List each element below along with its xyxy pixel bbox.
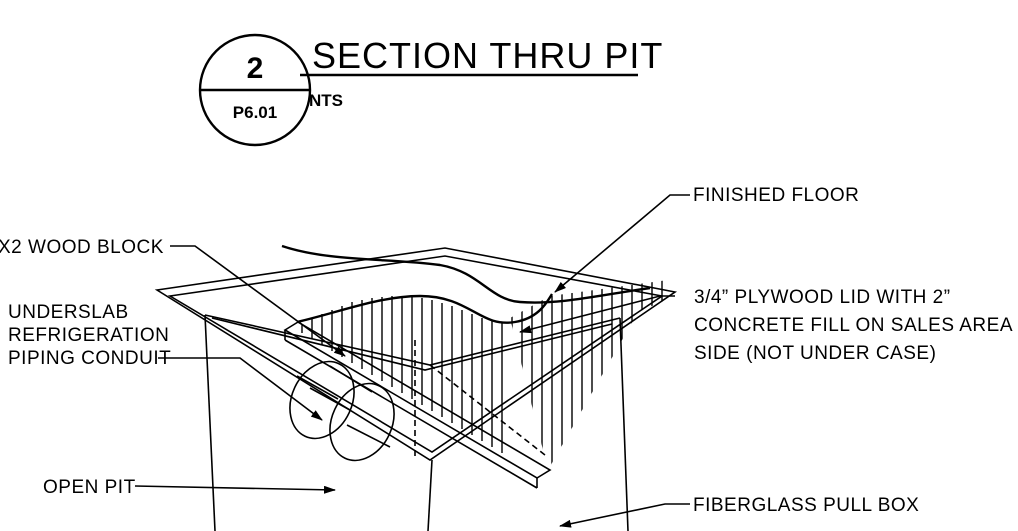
callout-labels: FINISHED FLOOR X2 WOOD BLOCK UNDERSLAB R…	[0, 185, 1013, 516]
leaders	[134, 194, 690, 528]
leader-open-pit	[134, 485, 336, 494]
plywood-lid-hatch	[511, 280, 663, 470]
wood-block	[283, 321, 552, 489]
leader-wood-block	[170, 245, 346, 357]
label-plywood-line2: CONCRETE FILL ON SALES AREA	[694, 315, 1013, 336]
plywood-lid-hatch-left	[301, 296, 503, 453]
pit-wall-left	[204, 314, 216, 531]
leader-pull-box	[559, 503, 690, 528]
label-pull-box: FIBERGLASS PULL BOX	[693, 495, 919, 516]
pit-flange-outer	[154, 247, 678, 461]
leader-plywood	[519, 295, 675, 334]
scale-note: NTS	[309, 91, 343, 110]
conduit-cylinder	[289, 360, 395, 462]
label-wood-block: X2 WOOD BLOCK	[0, 237, 164, 258]
finished-floor-line-upper	[281, 244, 651, 304]
label-underslab-line1: UNDERSLAB	[8, 302, 129, 323]
pit-flange-inner	[167, 255, 665, 453]
leader-conduit	[158, 357, 323, 421]
detail-number: 2	[247, 52, 264, 85]
pit-inner-ledge	[211, 317, 613, 371]
pit-hidden-edge-2	[429, 364, 546, 456]
leader-finished-floor	[554, 194, 690, 293]
label-underslab-line3: PIPING CONDUIT	[8, 348, 171, 369]
label-open-pit: OPEN PIT	[43, 477, 136, 498]
title-block: 2 P6.01 SECTION THRU PIT NTS	[198, 33, 663, 147]
label-plywood-line1: 3/4” PLYWOOD LID WITH 2”	[694, 287, 951, 308]
label-plywood-line3: SIDE (NOT UNDER CASE)	[694, 343, 936, 364]
label-underslab-line2: REFRIGERATION	[8, 325, 169, 346]
finished-floor-line-lower	[296, 293, 554, 324]
drawing-title: SECTION THRU PIT	[312, 35, 663, 76]
label-finished-floor: FINISHED FLOOR	[693, 185, 859, 206]
pit-wall-front	[427, 459, 433, 531]
pit-wall-right	[619, 317, 629, 531]
sheet-reference: P6.01	[233, 103, 277, 122]
